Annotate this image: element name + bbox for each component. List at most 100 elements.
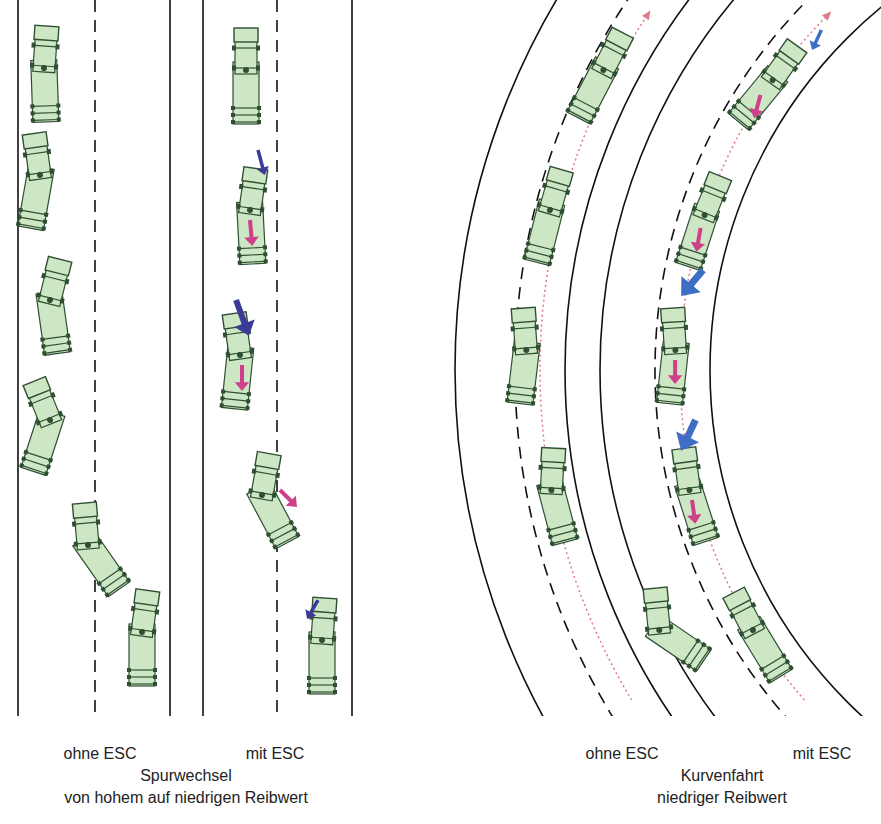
tractor-cab [546, 166, 573, 186]
force-arrow [689, 227, 707, 253]
fifth-wheel [243, 67, 249, 73]
axle [676, 260, 701, 268]
axle [689, 522, 714, 530]
wheel [40, 337, 45, 342]
wheel [237, 254, 241, 258]
axle [595, 63, 615, 73]
tractor [232, 28, 260, 74]
tractor-cab [234, 28, 258, 42]
fifth-wheel [656, 627, 663, 634]
wheel [332, 636, 336, 641]
axle [658, 393, 684, 396]
axle [689, 645, 704, 666]
wheel [559, 208, 564, 214]
force-arrow [671, 262, 712, 304]
trajectory-line [540, 18, 645, 700]
wheel [532, 394, 536, 398]
truck [505, 307, 542, 405]
caption-label: niedriger Reibwert [657, 788, 787, 807]
tractor-cab [672, 447, 698, 464]
axle [769, 668, 791, 682]
wheel [680, 401, 684, 405]
truck [29, 25, 61, 122]
wheel [542, 183, 547, 189]
wheel [275, 473, 280, 479]
axle [658, 386, 684, 389]
axle [129, 669, 155, 670]
wheel [127, 675, 131, 679]
force-arrow [670, 415, 707, 456]
road-lines [18, 0, 352, 716]
force-arrow [235, 365, 249, 391]
fifth-wheel [259, 492, 266, 499]
wheel [272, 544, 277, 549]
trucks [16, 25, 809, 694]
wheel [548, 534, 553, 539]
force-arrow [668, 360, 682, 384]
wheel [68, 347, 73, 352]
wheel [131, 606, 136, 612]
wheel [127, 668, 131, 672]
wheel [237, 247, 241, 251]
wheel [56, 103, 60, 107]
wheel [691, 206, 697, 212]
tractor-cab [22, 132, 48, 149]
truck [670, 446, 720, 546]
truck [231, 28, 261, 124]
wheel [308, 635, 312, 640]
truck [565, 26, 635, 125]
wheel [676, 251, 681, 256]
wheel [41, 273, 46, 279]
wheel [35, 420, 41, 426]
wheel [100, 587, 106, 593]
axle [235, 47, 257, 48]
axle [242, 187, 264, 190]
caption-label: Spurwechsel [140, 766, 232, 785]
wheel [675, 487, 680, 492]
wheel [46, 149, 51, 155]
axle [508, 393, 534, 396]
wheel [239, 184, 244, 190]
wheel [30, 104, 34, 108]
caption-label: mit ESC [246, 744, 305, 763]
wheel [703, 253, 708, 258]
truck [655, 307, 692, 405]
wheel [252, 468, 257, 474]
wheel [551, 248, 556, 253]
wheel [46, 464, 51, 469]
wheel [96, 581, 102, 587]
curved-road-lines [455, 0, 881, 716]
wheel [245, 406, 249, 410]
wheel [600, 42, 606, 48]
tractor [70, 502, 102, 550]
axle [22, 465, 47, 473]
axle [526, 250, 551, 256]
tractor-chassis [645, 599, 670, 635]
axle [33, 112, 59, 114]
axle [762, 656, 784, 670]
wheel [562, 466, 566, 471]
wheel [721, 196, 727, 202]
wheel [226, 352, 231, 358]
wheel [31, 43, 35, 48]
wheel [696, 464, 701, 469]
fifth-wheel [247, 207, 254, 214]
wheel [104, 592, 110, 598]
wheel [538, 465, 542, 470]
wheel [44, 212, 49, 217]
wheel [690, 541, 695, 546]
axle [646, 607, 668, 609]
axle [35, 45, 57, 47]
wheel [26, 172, 31, 178]
wheel [760, 620, 766, 626]
wheel [57, 117, 61, 121]
wheel [289, 520, 294, 525]
axle [239, 247, 265, 248]
wheel [547, 261, 552, 266]
arrow-shape [302, 597, 324, 622]
axle [42, 336, 68, 340]
wheel [546, 528, 551, 533]
axle [542, 467, 564, 468]
fifth-wheel [41, 65, 47, 71]
tractor-chassis [235, 40, 257, 74]
